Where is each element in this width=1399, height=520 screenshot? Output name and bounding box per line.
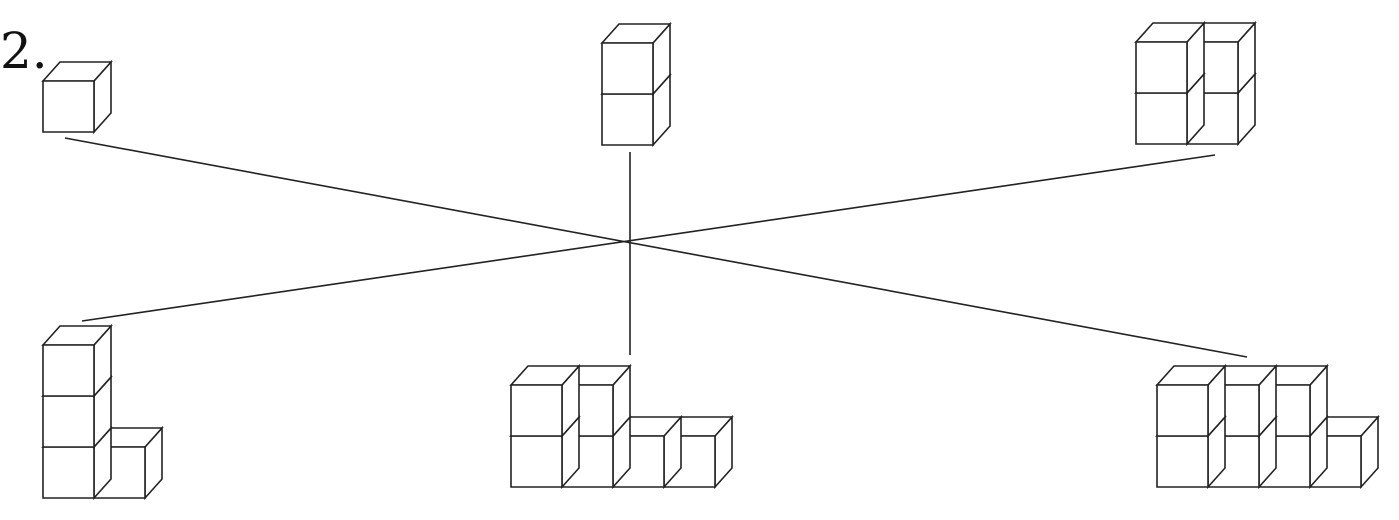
connection-line [64,137,1248,358]
cube [41,323,113,399]
cube-front-face [601,42,654,95]
cube-front-face [1135,92,1188,145]
cube-front-face [1135,41,1188,94]
cube [509,363,581,439]
cube-front-face [601,93,654,146]
cube-front-face [42,344,95,397]
cube-front-face [510,384,563,437]
connection-line [81,154,1216,322]
connection-lines [64,137,1248,358]
bottom-step-shape-figure [509,363,734,490]
top-square-block-figure [1134,20,1257,147]
problem-number: 2. [0,22,48,80]
top-vertical-stack-figure [600,21,672,148]
bottom-l-shape-figure [41,323,164,501]
cube-front-face [42,446,95,499]
cube-front-face [42,395,95,448]
cube-front-face [1156,435,1209,488]
bottom-wide-step-shape-figure [1155,363,1380,490]
cube [662,414,734,490]
cube [1155,363,1227,439]
cube [1134,20,1206,96]
cube-front-face [42,80,95,133]
cube-front-face [1156,384,1209,437]
cube [600,21,672,97]
cube-figures [41,20,1380,501]
top-single-cube-figure [41,59,113,135]
cube [41,59,113,135]
cube-front-face [510,435,563,488]
